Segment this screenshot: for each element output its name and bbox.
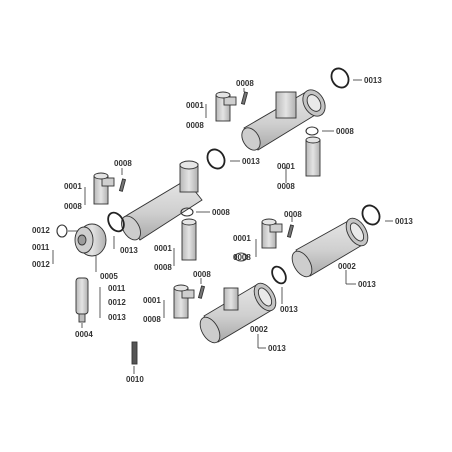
label-0013-right-b: 0013 <box>358 280 376 289</box>
label-0008-top-b: 0008 <box>186 121 204 130</box>
label-0005: 0005 <box>100 272 118 281</box>
electrode-0004 <box>75 277 89 323</box>
label-0013-top: 0013 <box>364 76 382 85</box>
label-0013-left: 0013 <box>120 246 138 255</box>
label-0012-c: 0012 <box>108 298 126 307</box>
pin-0008-group <box>118 91 295 299</box>
label-0012-a: 0012 <box>32 226 50 235</box>
label-0008-lower-b: 0008 <box>143 315 161 324</box>
valve-0001-d <box>181 218 197 261</box>
label-0001-center: 0001 <box>154 244 172 253</box>
label-0008-lower: 0008 <box>193 270 211 279</box>
valve-0001-a <box>215 91 237 122</box>
label-0013-bottom: 0013 <box>268 344 286 353</box>
valve-0001-c <box>305 136 321 177</box>
label-0008-top: 0008 <box>236 79 254 88</box>
label-0013-lower: 0013 <box>280 305 298 314</box>
label-0008-center-b: 0008 <box>154 263 172 272</box>
label-0008-right-d: 0008 <box>233 253 251 262</box>
label-0013-mid: 0013 <box>242 157 260 166</box>
label-0008-left: 0008 <box>114 159 132 168</box>
label-0008-right-b: 0008 <box>277 182 295 191</box>
label-0013-c: 0013 <box>108 313 126 322</box>
label-0011-b: 0011 <box>108 284 126 293</box>
label-0001-top: 0001 <box>186 101 204 110</box>
cable-0010 <box>131 341 138 365</box>
elbow-pipe-middle <box>121 160 203 241</box>
label-0008-center: 0008 <box>212 208 230 217</box>
label-0002-right: 0002 <box>338 262 356 271</box>
leader-lines <box>52 79 393 374</box>
label-0004: 0004 <box>75 330 93 339</box>
label-0001-left: 0001 <box>64 182 82 191</box>
pipe-0002-lower <box>199 282 277 344</box>
part-labels: 0008 0001 0008 0013 0008 0013 0001 0008 … <box>32 76 413 384</box>
label-0010: 0010 <box>126 375 144 384</box>
valve-0001-e <box>261 218 283 249</box>
seal-rings <box>56 67 381 285</box>
label-0012-b: 0012 <box>32 260 50 269</box>
label-0008-right: 0008 <box>336 127 354 136</box>
label-0008-right-c: 0008 <box>284 210 302 219</box>
valve-0001-f <box>173 284 195 319</box>
label-0008-left-b: 0008 <box>64 202 82 211</box>
pipe-0002-right <box>291 217 369 278</box>
label-0013-right: 0013 <box>395 217 413 226</box>
end-cap-0005 <box>74 223 107 257</box>
label-0011-a: 0011 <box>32 243 50 252</box>
label-0001-right: 0001 <box>277 162 295 171</box>
valve-0001-b <box>93 172 115 205</box>
label-0002-lower: 0002 <box>250 325 268 334</box>
label-0001-lower: 0001 <box>143 296 161 305</box>
elbow-pipe-upper <box>241 89 326 151</box>
label-0001-right-c: 0001 <box>233 234 251 243</box>
